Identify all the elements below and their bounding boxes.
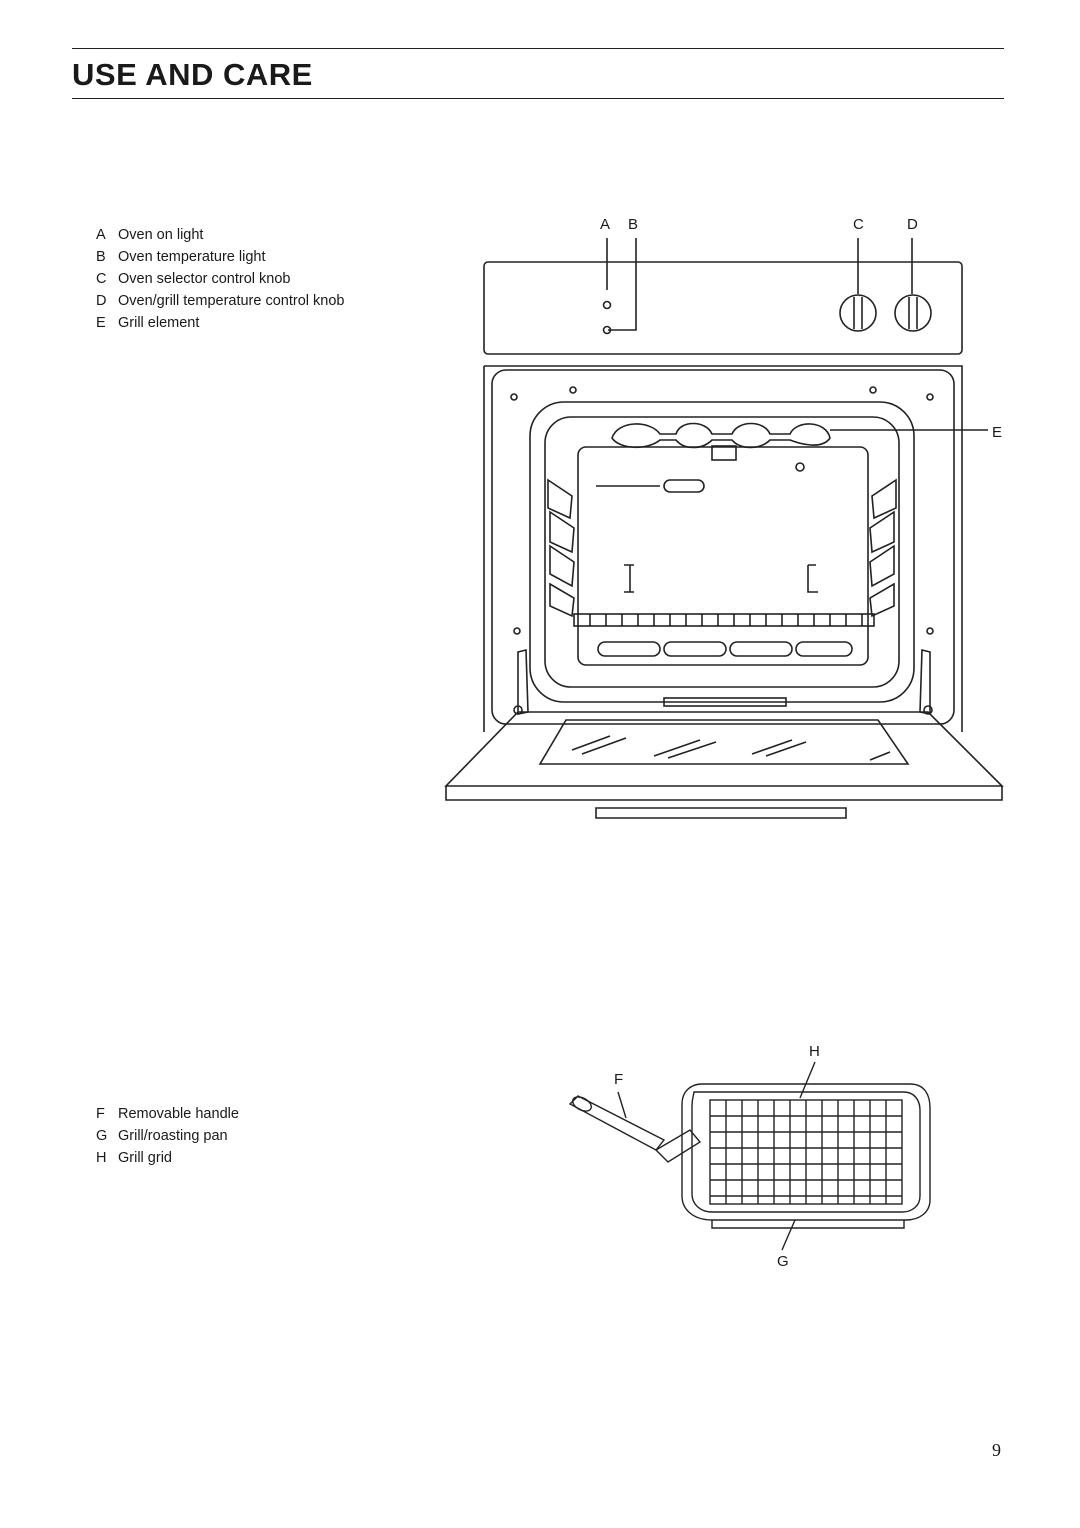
legend-text: Oven selector control knob <box>118 271 291 287</box>
oven-selector-knob-icon <box>839 294 877 332</box>
legend-item-e: E Grill element <box>96 312 344 334</box>
oven-diagram <box>444 238 1004 819</box>
legend-text: Grill element <box>118 315 200 331</box>
title-underline <box>72 98 1004 99</box>
legend-key: F <box>96 1106 105 1122</box>
legend-key: B <box>96 249 106 265</box>
legend-text: Removable handle <box>118 1106 239 1122</box>
oven-cavity <box>529 401 915 703</box>
oven-door-handle <box>595 807 847 819</box>
oven-temperature-light-icon <box>602 325 612 335</box>
legend-text: Grill grid <box>118 1150 172 1166</box>
legend-text: Oven on light <box>118 227 204 243</box>
callout-b: B <box>628 216 639 233</box>
legend-text: Grill/roasting pan <box>118 1128 228 1144</box>
oven-body <box>483 365 963 732</box>
legend-item-c: C Oven selector control knob <box>96 268 344 290</box>
legend-key: H <box>96 1150 107 1166</box>
oven-back-panel <box>577 446 869 666</box>
oven-temperature-knob-icon <box>894 294 932 332</box>
oven-door-window <box>538 719 910 765</box>
callout-f: F <box>614 1071 624 1088</box>
legend-key: D <box>96 293 107 309</box>
page-number: 9 <box>992 1440 1001 1460</box>
legend-item-g: G Grill/roasting pan <box>96 1125 239 1147</box>
top-rule <box>72 48 1004 49</box>
callout-e: E <box>992 424 1003 441</box>
legend-text: Oven temperature light <box>118 249 266 265</box>
legend-key: E <box>96 315 106 331</box>
legend-item-h: H Grill grid <box>96 1147 239 1169</box>
legend-text: Oven/grill temperature control knob <box>118 293 345 309</box>
grill-pan-diagram <box>568 1061 931 1251</box>
grill-element <box>611 422 831 449</box>
legend-item-b: B Oven temperature light <box>96 246 344 268</box>
callout-a: A <box>600 216 611 233</box>
callout-g: G <box>777 1253 789 1270</box>
oven-legend: A Oven on light B Oven temperature light C… <box>96 224 344 334</box>
callout-d: D <box>907 216 918 233</box>
page-title: USE AND CARE <box>72 57 313 92</box>
oven-door <box>444 711 1004 787</box>
legend-item-a: A Oven on light <box>96 224 344 246</box>
grill-grid <box>709 1099 903 1205</box>
legend-key: A <box>96 227 106 243</box>
oven-on-light-icon <box>602 300 612 310</box>
legend-key: C <box>96 271 107 287</box>
grill-pan <box>681 1083 931 1221</box>
oven-shelf <box>573 613 875 627</box>
legend-item-f: F Removable handle <box>96 1103 239 1125</box>
callout-h: H <box>809 1043 820 1060</box>
legend-item-d: D Oven/grill temperature control knob <box>96 290 344 312</box>
legend-key: G <box>96 1128 108 1144</box>
control-panel <box>483 261 963 355</box>
callout-c: C <box>853 216 864 233</box>
removable-handle <box>568 1095 702 1163</box>
